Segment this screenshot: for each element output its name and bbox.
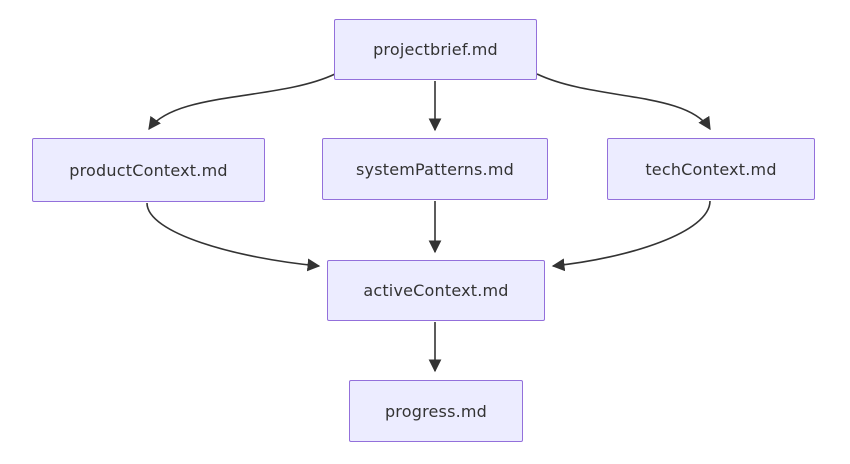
node-systemPatterns-label: systemPatterns.md (356, 159, 514, 179)
node-productContext: productContext.md (32, 138, 265, 202)
node-progress-label: progress.md (384, 401, 488, 421)
node-projectbrief-label: projectbrief.md (373, 40, 498, 59)
edge-techContext-to-activeContext (551, 200, 711, 272)
node-activeContext: activeContext.md (327, 260, 545, 321)
node-projectbrief: projectbrief.md (334, 19, 537, 80)
edge-productContext-to-activeContext (146, 202, 321, 272)
node-techContext-label: techContext.md (645, 159, 777, 179)
edge-projectbrief-to-productContext (148, 73, 336, 131)
node-progress: progress.md (349, 380, 523, 442)
node-productContext-label: productContext.md (69, 160, 228, 180)
node-activeContext-label: activeContext.md (363, 281, 509, 300)
node-techContext: techContext.md (607, 138, 815, 200)
node-systemPatterns: systemPatterns.md (322, 138, 548, 200)
edge-projectbrief-to-techContext (536, 73, 711, 131)
